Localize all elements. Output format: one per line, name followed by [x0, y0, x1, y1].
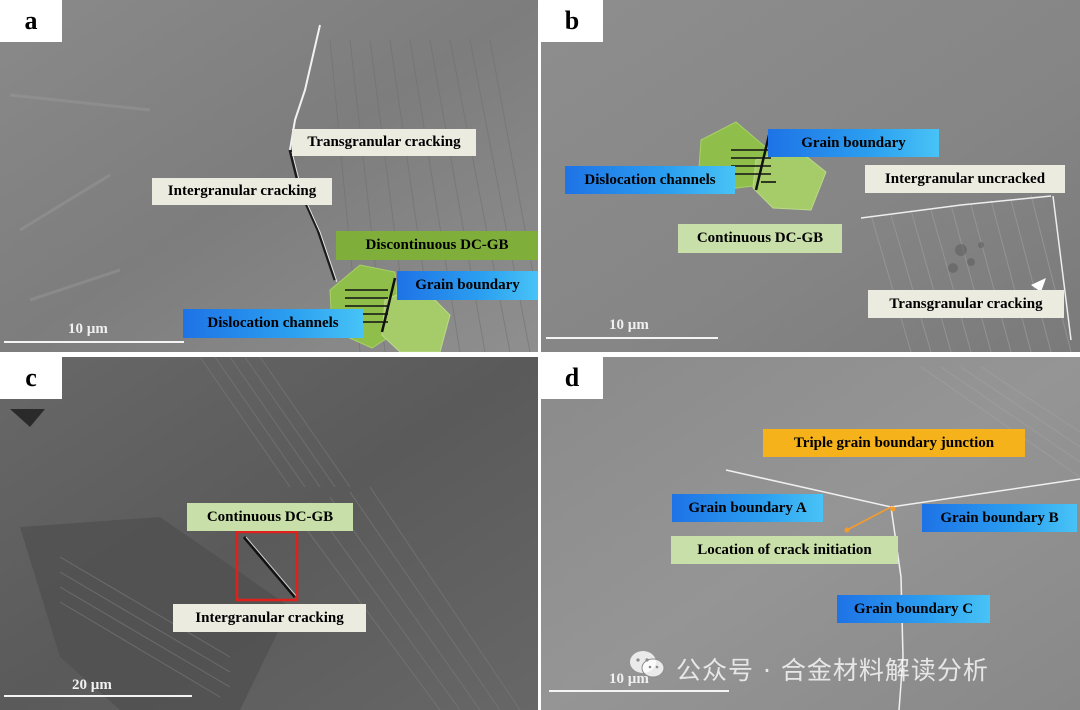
scale-bar — [4, 341, 184, 343]
panel-a: a Transgranular cracking Intergranular c… — [0, 0, 538, 352]
panel-a-letter: a — [0, 0, 62, 42]
label-grain-boundary-c: Grain boundary C — [837, 595, 990, 623]
label-grain-boundary-b: Grain boundary B — [922, 504, 1077, 532]
panel-d-letter: d — [541, 357, 603, 399]
panel-a-micrograph — [0, 0, 538, 352]
panel-b-letter: b — [541, 0, 603, 42]
scale-label: 10 µm — [609, 317, 649, 333]
panel-d: d Triple grain boundary junction Grain b… — [541, 357, 1080, 710]
scale-label: 10 µm — [609, 671, 649, 687]
label-transgranular-cracking: Transgranular cracking — [868, 290, 1064, 318]
label-dislocation-channels: Dislocation channels — [565, 166, 735, 194]
scale-bar — [549, 690, 729, 692]
label-dislocation-channels: Dislocation channels — [183, 309, 363, 338]
label-grain-boundary-a: Grain boundary A — [672, 494, 823, 522]
label-transgranular-cracking: Transgranular cracking — [292, 129, 476, 156]
highlight-box — [235, 530, 299, 602]
scale-bar — [546, 337, 718, 339]
label-grain-boundary: Grain boundary — [768, 129, 939, 157]
label-continuous-dc-gb: Continuous DC-GB — [678, 224, 842, 253]
watermark: 公众号 · 合金材料解读分析 — [676, 656, 989, 685]
label-discontinuous-dc-gb: Discontinuous DC-GB — [336, 231, 538, 260]
label-intergranular-cracking: Intergranular cracking — [152, 178, 332, 205]
panel-c: c Continuous DC-GB Intergranular crackin… — [0, 357, 538, 710]
label-intergranular-cracking: Intergranular cracking — [173, 604, 366, 632]
label-location-of-crack-initiation: Location of crack initiation — [671, 536, 898, 564]
scale-label: 10 µm — [68, 321, 108, 337]
wechat-icon — [630, 651, 665, 678]
scale-bar — [4, 695, 192, 697]
panel-d-micrograph — [541, 357, 1080, 710]
label-grain-boundary: Grain boundary — [397, 271, 538, 300]
scale-label: 20 µm — [72, 677, 112, 693]
label-continuous-dc-gb: Continuous DC-GB — [187, 503, 353, 531]
label-intergranular-uncracked: Intergranular uncracked — [865, 165, 1065, 193]
panel-c-micrograph — [0, 357, 538, 710]
panel-b: b Grain boundary Dislocation channels In… — [541, 0, 1080, 352]
panel-c-letter: c — [0, 357, 62, 399]
label-triple-grain-boundary-junction: Triple grain boundary junction — [763, 429, 1025, 457]
